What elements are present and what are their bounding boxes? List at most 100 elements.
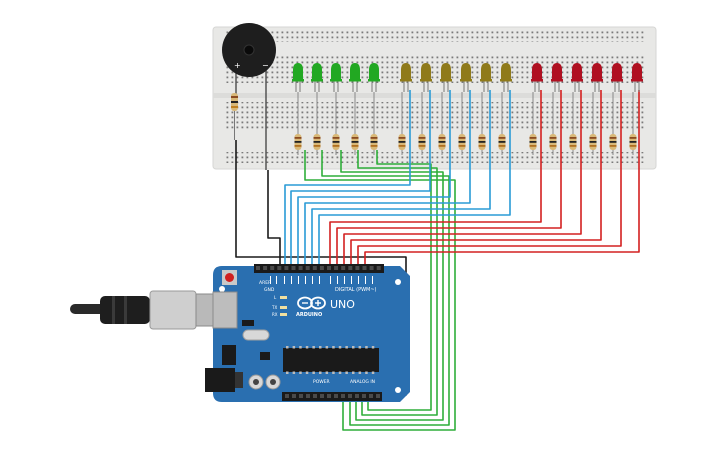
wire-green-3 <box>340 150 444 421</box>
green-led-resistor-3 <box>332 92 340 155</box>
bottom-pin[interactable] <box>313 394 317 398</box>
digital-pin[interactable] <box>263 266 268 270</box>
bottom-pin[interactable] <box>306 394 310 398</box>
digital-pin[interactable] <box>334 266 339 270</box>
reset-button-cap <box>225 273 234 282</box>
wire-green-4 <box>357 150 438 416</box>
atmega328-chip <box>283 348 379 372</box>
digital-pin[interactable] <box>284 266 289 270</box>
crystal-oscillator <box>242 329 270 341</box>
chip-leg <box>305 371 309 374</box>
arduino-uno-board: AREF GND DIGITAL (PWM~) UNO ARDUINO L TX… <box>205 264 410 402</box>
header-pins <box>256 266 381 398</box>
digital-pin[interactable] <box>348 266 353 270</box>
bottom-pin[interactable] <box>334 394 338 398</box>
digital-pin[interactable] <box>256 266 260 270</box>
power-rail-top <box>225 31 645 42</box>
led-array <box>292 63 643 155</box>
digital-pin[interactable] <box>291 266 296 270</box>
yellow-led-5 <box>480 63 492 92</box>
chip-leg <box>325 371 329 374</box>
wire-blue-6 <box>318 90 511 268</box>
bottom-pin[interactable] <box>376 394 380 398</box>
chip-leg <box>338 371 342 374</box>
digital-pin[interactable] <box>305 266 310 270</box>
digital-pin[interactable] <box>355 266 360 270</box>
digital-pin[interactable] <box>319 266 324 270</box>
chip-leg <box>371 346 375 349</box>
bottom-pin[interactable] <box>369 394 373 398</box>
terminal-strip-bottom <box>225 102 645 130</box>
yellow-led-4 <box>460 63 472 92</box>
green-led-resistor-4 <box>351 92 359 155</box>
wire-blue-4 <box>304 90 471 268</box>
chip-leg <box>319 346 322 349</box>
smd-chip <box>260 352 270 360</box>
digital-pwm-label: DIGITAL (PWM~) <box>335 287 377 293</box>
red-led-resistor-5 <box>609 92 617 155</box>
green-led-resistor-1 <box>294 92 302 155</box>
digital-pin[interactable] <box>376 266 381 270</box>
red-led-3 <box>571 63 583 92</box>
bottom-pin[interactable] <box>299 394 303 398</box>
l-led <box>280 296 287 299</box>
yellow-led-resistor-6 <box>498 92 506 155</box>
arduino-logo <box>297 296 326 310</box>
digital-pin[interactable] <box>270 266 275 270</box>
chip-leg <box>371 371 375 374</box>
red-led-2 <box>551 63 563 92</box>
yellow-led-6 <box>500 63 512 92</box>
wire-red-5 <box>357 90 622 268</box>
bottom-pin[interactable] <box>320 394 324 398</box>
digital-pin[interactable] <box>312 266 317 270</box>
red-led-resistor-4 <box>589 92 597 155</box>
yellow-led-resistor-3 <box>438 92 446 155</box>
bottom-pin[interactable] <box>327 394 331 398</box>
wire-blue-3 <box>297 90 451 268</box>
uno-logo-text: UNO <box>330 298 355 311</box>
green-led-resistor-5 <box>370 92 378 155</box>
wire-blue-5 <box>311 90 491 268</box>
yellow-led-resistor-4 <box>458 92 466 155</box>
wire-green-5 <box>367 150 432 411</box>
power-rail-bottom <box>225 152 645 163</box>
green-led-5 <box>368 63 380 92</box>
power-label: POWER <box>313 379 330 385</box>
usb-socket <box>212 291 238 329</box>
red-led-resistor-3 <box>569 92 577 155</box>
digital-pin[interactable] <box>277 266 282 270</box>
bottom-pin[interactable] <box>355 394 359 398</box>
wire-blue-1 <box>284 90 411 268</box>
tx-led <box>280 306 287 309</box>
chip-leg <box>299 371 302 374</box>
dc-power-jack <box>205 368 235 392</box>
bottom-pin[interactable] <box>341 394 345 398</box>
digital-pin[interactable] <box>298 266 303 270</box>
wire-green-1 <box>304 150 456 431</box>
bottom-pin[interactable] <box>362 394 366 398</box>
red-led-resistor-1 <box>529 92 537 155</box>
chip-leg <box>345 346 348 349</box>
digital-pin[interactable] <box>369 266 374 270</box>
chip-leg <box>358 346 362 349</box>
red-led-4 <box>591 63 603 92</box>
chip-leg <box>312 371 315 374</box>
chip-leg <box>345 371 348 374</box>
bottom-pin[interactable] <box>292 394 296 398</box>
digital-pin[interactable] <box>341 266 346 270</box>
digital-pin[interactable] <box>362 266 367 270</box>
chip-leg <box>286 346 289 349</box>
digital-pin[interactable] <box>327 266 331 270</box>
l-led-label: L <box>274 295 277 300</box>
wire-red-6 <box>364 90 640 268</box>
yellow-led-resistor-1 <box>398 92 406 155</box>
chip-leg <box>352 346 355 349</box>
chip-leg <box>365 346 368 349</box>
bottom-pin[interactable] <box>348 394 352 398</box>
yellow-led-resistor-2 <box>418 92 426 155</box>
chip-leg <box>305 346 309 349</box>
bottom-pin[interactable] <box>285 394 289 398</box>
rx-led-label: RX <box>272 312 278 317</box>
wire-red-2 <box>336 90 562 268</box>
